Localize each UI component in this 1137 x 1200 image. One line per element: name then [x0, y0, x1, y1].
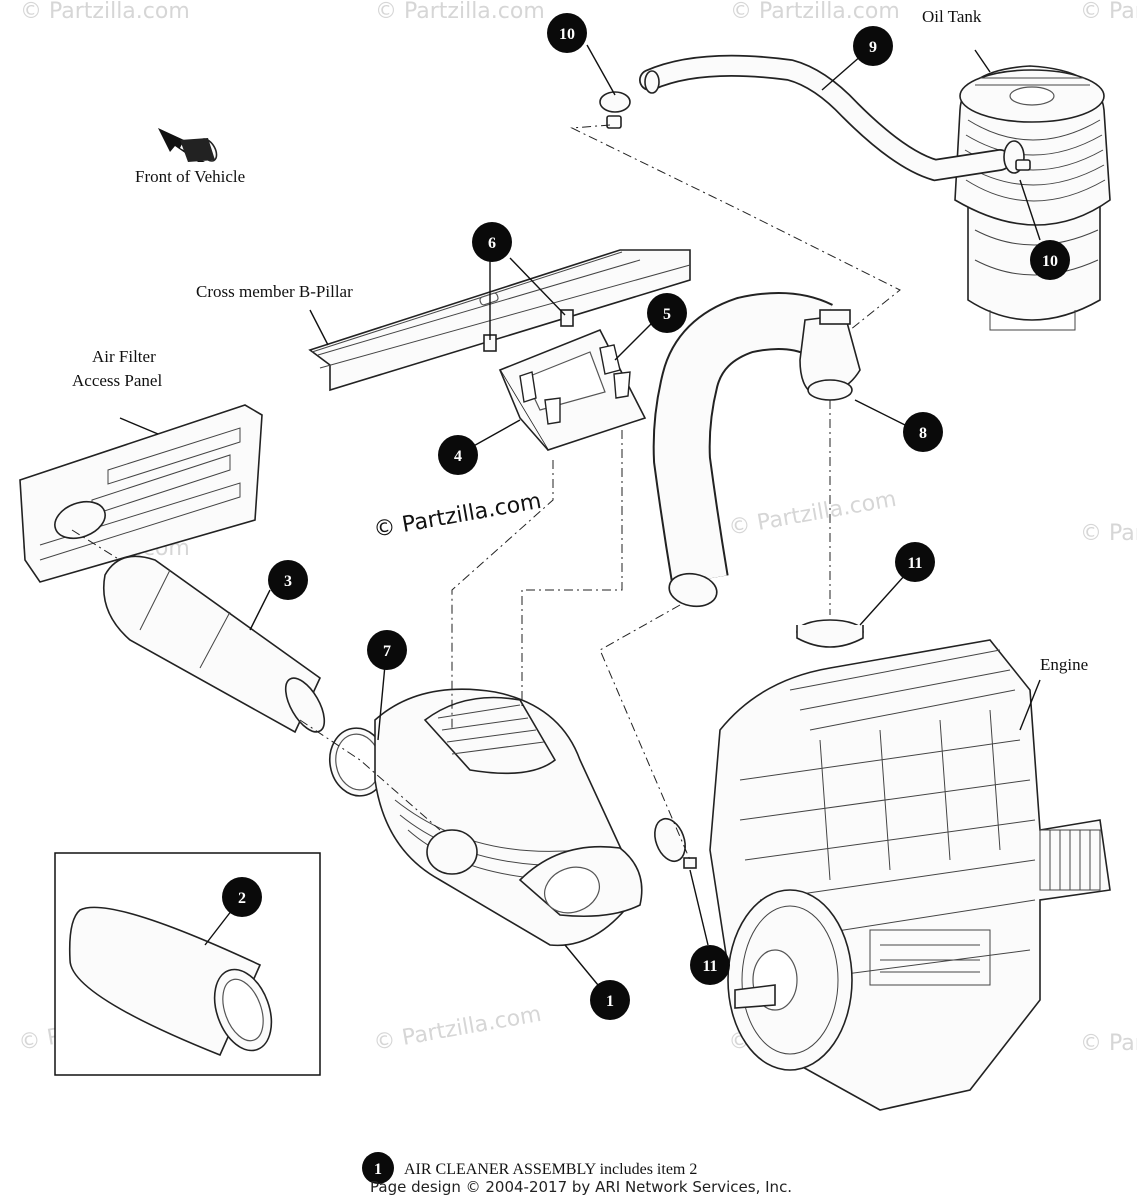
callout-11a: 11	[895, 542, 935, 582]
footer-note-text: AIR CLEANER ASSEMBLY includes item 2	[404, 1161, 697, 1178]
intake-hose	[652, 292, 861, 608]
clamp-7	[329, 727, 387, 797]
oil-tank-label: Oil Tank	[922, 7, 982, 26]
watermark: © Partzilla.com	[1080, 521, 1137, 546]
clamp-10-top	[599, 91, 631, 129]
callout-4: 4	[438, 435, 478, 475]
callout-10b: 10	[1030, 240, 1070, 280]
footer-copyright: Page design © 2004-2017 by ARI Network S…	[370, 1178, 792, 1196]
callout-label: 7	[383, 643, 391, 660]
duct-3	[103, 555, 326, 734]
callout-label: 10	[1042, 253, 1058, 270]
callout-3: 3	[268, 560, 308, 600]
air-filter-label-line1: Air Filter	[92, 347, 156, 366]
callout-10a: 10	[547, 13, 587, 53]
callout-label: 2	[238, 890, 246, 907]
callout-1: 1	[590, 980, 630, 1020]
watermark: © Partzilla.com	[727, 487, 899, 541]
watermark: © Partzilla.com	[372, 1002, 544, 1056]
callout-label: 11	[702, 958, 717, 975]
callout-label: 11	[907, 555, 922, 572]
watermark-main: © Partzilla.com	[372, 489, 544, 543]
callout-label: 9	[869, 39, 877, 56]
access-panel	[19, 404, 263, 583]
cross-member-b-pillar	[308, 249, 691, 392]
clamp-11-lower	[654, 817, 697, 869]
callout-label: 1	[606, 993, 614, 1010]
element-2-inset	[54, 852, 321, 1076]
watermark: © Partzilla.com	[730, 0, 900, 24]
hose-9	[639, 54, 1011, 182]
callout-5: 5	[647, 293, 687, 333]
bracket-4	[483, 309, 647, 451]
callout-9: 9	[853, 26, 893, 66]
cross-member-label: Cross member B-Pillar	[196, 282, 353, 301]
dash-lines	[71, 124, 901, 861]
front-of-vehicle-label: Front of Vehicle	[135, 167, 245, 186]
callout-leaders	[119, 44, 1041, 986]
callout-2: 2	[222, 877, 262, 917]
footer-note: 1 AIR CLEANER ASSEMBLY includes item 2	[362, 1152, 697, 1184]
callout-label: 10	[559, 26, 575, 43]
air-filter-label-line2: Access Panel	[72, 371, 162, 390]
oil-tank-illustration	[954, 65, 1111, 331]
callout-label: 3	[284, 573, 292, 590]
callout-label: 6	[488, 235, 496, 252]
callout-label: 8	[919, 425, 927, 442]
watermark: © Partzilla.com	[1080, 1031, 1137, 1056]
footer-note-number: 1	[374, 1161, 382, 1178]
watermark: © Partzilla.com	[375, 0, 545, 24]
air-cleaner-1	[374, 688, 643, 947]
clamp-10-right	[1003, 140, 1031, 174]
clamp-11-upper	[796, 619, 864, 648]
engine-label: Engine	[1040, 655, 1088, 674]
engine-illustration	[709, 639, 1111, 1111]
watermark: © Partzilla.com	[20, 0, 190, 24]
callout-11b: 11	[690, 945, 730, 985]
watermark: © Partzilla.com	[1080, 0, 1137, 24]
front-arrow-icon	[158, 128, 218, 162]
callout-6: 6	[472, 222, 512, 262]
callout-7: 7	[367, 630, 407, 670]
callout-8: 8	[903, 412, 943, 452]
callout-label: 5	[663, 306, 671, 323]
callout-label: 4	[454, 448, 462, 465]
